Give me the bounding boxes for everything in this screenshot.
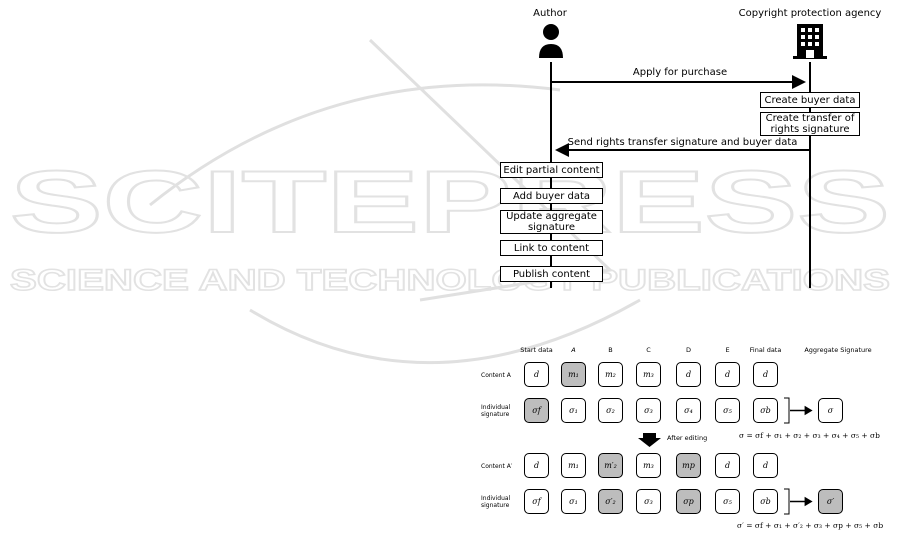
add-buyer-data-step: Add buyer data: [500, 188, 603, 204]
cell-r1-a: m₁: [561, 362, 586, 387]
col-b: B: [608, 346, 613, 354]
agency-label: Copyright protection agency: [738, 8, 882, 19]
after-editing-label: After editing: [667, 434, 708, 442]
col-e: E: [725, 346, 730, 354]
col-start-data: Start data: [520, 346, 553, 354]
cell-r2-b: σ₂: [598, 398, 623, 423]
cell-r1-c: m₃: [636, 362, 661, 387]
aggregate-formula-1: σ = σf + σ₁ + σ₂ + σ₃ + σ₄ + σ₅ + σb: [739, 431, 880, 440]
cell-r1-start: d: [524, 362, 549, 387]
apply-message: Apply for purchase: [632, 67, 728, 78]
cell-r2-aggregate: σ: [818, 398, 843, 423]
cell-r4-final: σb: [753, 489, 778, 514]
cell-r1-final: d: [753, 362, 778, 387]
row-label-content-a-prime: Content A′: [481, 463, 513, 470]
cell-r4-b: σ′₂: [598, 489, 623, 514]
person-icon: [539, 24, 563, 58]
cell-r1-b: m₂: [598, 362, 623, 387]
col-c: C: [646, 346, 651, 354]
author-label: Author: [533, 8, 567, 19]
publish-content-step: Publish content: [500, 266, 603, 282]
cell-r4-aggregate: σ′: [818, 489, 843, 514]
create-buyer-data-step: Create buyer data: [760, 92, 860, 108]
link-to-content-step: Link to content: [500, 240, 603, 256]
cell-r1-d: d: [676, 362, 701, 387]
cell-r3-c: m₃: [636, 453, 661, 478]
edit-partial-content-step: Edit partial content: [500, 162, 603, 178]
cell-r2-start: σf: [524, 398, 549, 423]
cell-r3-d: mp: [676, 453, 701, 478]
row-label-individual-signature-2: Individual signature: [481, 495, 511, 509]
cell-r1-e: d: [715, 362, 740, 387]
update-aggregate-signature-step: Update aggregate signature: [500, 210, 603, 234]
cell-r2-final: σb: [753, 398, 778, 423]
row-label-content-a: Content A: [481, 372, 511, 379]
col-d: D: [685, 346, 691, 354]
cell-r2-e: σ₅: [715, 398, 740, 423]
cell-r3-a: m₁: [561, 453, 586, 478]
cell-r3-start: d: [524, 453, 549, 478]
aggregate-formula-2: σ′ = σf + σ₁ + σ′₂ + σ₃ + σp + σ₅ + σb: [737, 521, 884, 530]
cell-r3-b: m′₂: [598, 453, 623, 478]
col-final-data: Final data: [749, 346, 782, 354]
send-message: Send rights transfer signature and buyer…: [567, 137, 798, 148]
col-aggregate-signature: Aggregate Signature: [804, 346, 872, 354]
building-icon: [793, 24, 827, 59]
row-label-individual-signature: Individual signature: [481, 404, 511, 418]
create-transfer-signature-step: Create transfer of rights signature: [760, 112, 860, 136]
cell-r4-c: σ₃: [636, 489, 661, 514]
cell-r4-d: σp: [676, 489, 701, 514]
cell-r2-a: σ₁: [561, 398, 586, 423]
down-arrow-icon: [638, 433, 661, 447]
cell-r3-final: d: [753, 453, 778, 478]
cell-r4-e: σ₅: [715, 489, 740, 514]
col-a: A: [571, 346, 576, 354]
cell-r2-d: σ₄: [676, 398, 701, 423]
cell-r4-start: σf: [524, 489, 549, 514]
cell-r3-e: d: [715, 453, 740, 478]
cell-r2-c: σ₃: [636, 398, 661, 423]
cell-r4-a: σ₁: [561, 489, 586, 514]
